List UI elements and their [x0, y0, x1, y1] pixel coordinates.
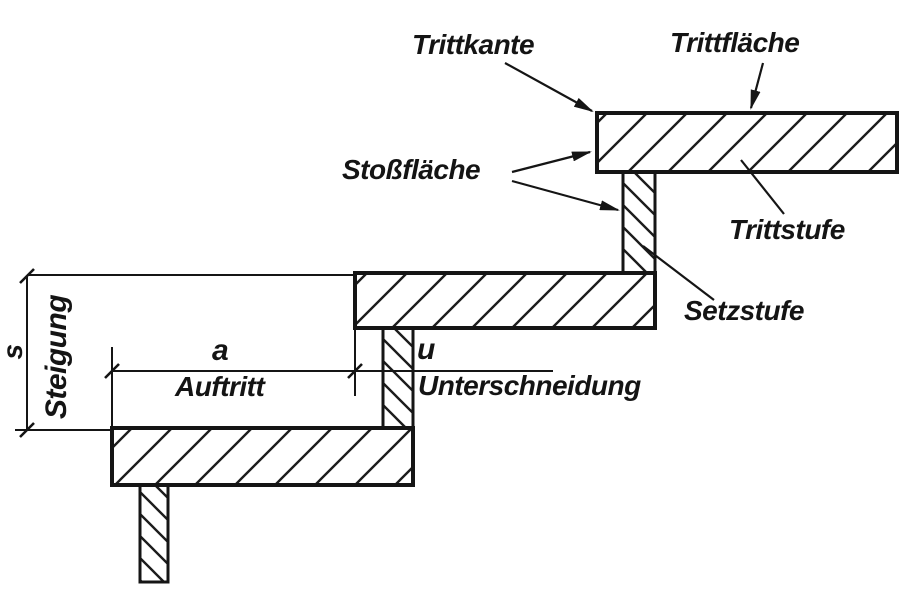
dimension-lines: [15, 274, 553, 431]
tread-middle: [353, 271, 657, 330]
riser-bottom: [138, 483, 170, 584]
label-trittstufe: Trittstufe: [729, 214, 845, 245]
riser-middle: [381, 326, 415, 430]
label-stossflaeche: Stoßfläche: [342, 154, 481, 185]
tick-going-left: [104, 363, 120, 379]
tread-upper: [595, 111, 899, 174]
stossflaeche-arrow-upper: [511, 150, 592, 174]
stossflaeche-arrow-lower: [511, 179, 620, 212]
trittkante-arrow: [504, 62, 594, 112]
label-unterschneidung: Unterschneidung: [418, 370, 641, 401]
label-trittkante: Trittkante: [412, 29, 535, 60]
tick-going-right: [347, 363, 363, 379]
trittflaeche-arrow: [749, 62, 765, 110]
label-u: u: [417, 333, 435, 366]
label-steigung: Steigung: [40, 294, 73, 420]
label-s: s: [0, 344, 28, 360]
label-setzstufe: Setzstufe: [684, 295, 804, 326]
label-trittflaeche: Trittfläche: [670, 27, 800, 58]
label-auftritt: Auftritt: [175, 371, 265, 402]
tick-rise-top: [19, 268, 35, 284]
leader-arrows: [504, 62, 785, 301]
setzstufe-leader: [642, 245, 715, 301]
dimension-ticks: [19, 268, 363, 438]
label-a: a: [212, 334, 229, 367]
trittstufe-leader: [740, 159, 785, 215]
tread-bottom: [110, 426, 415, 487]
riser-upper: [621, 170, 657, 275]
tick-rise-bottom: [19, 422, 35, 438]
